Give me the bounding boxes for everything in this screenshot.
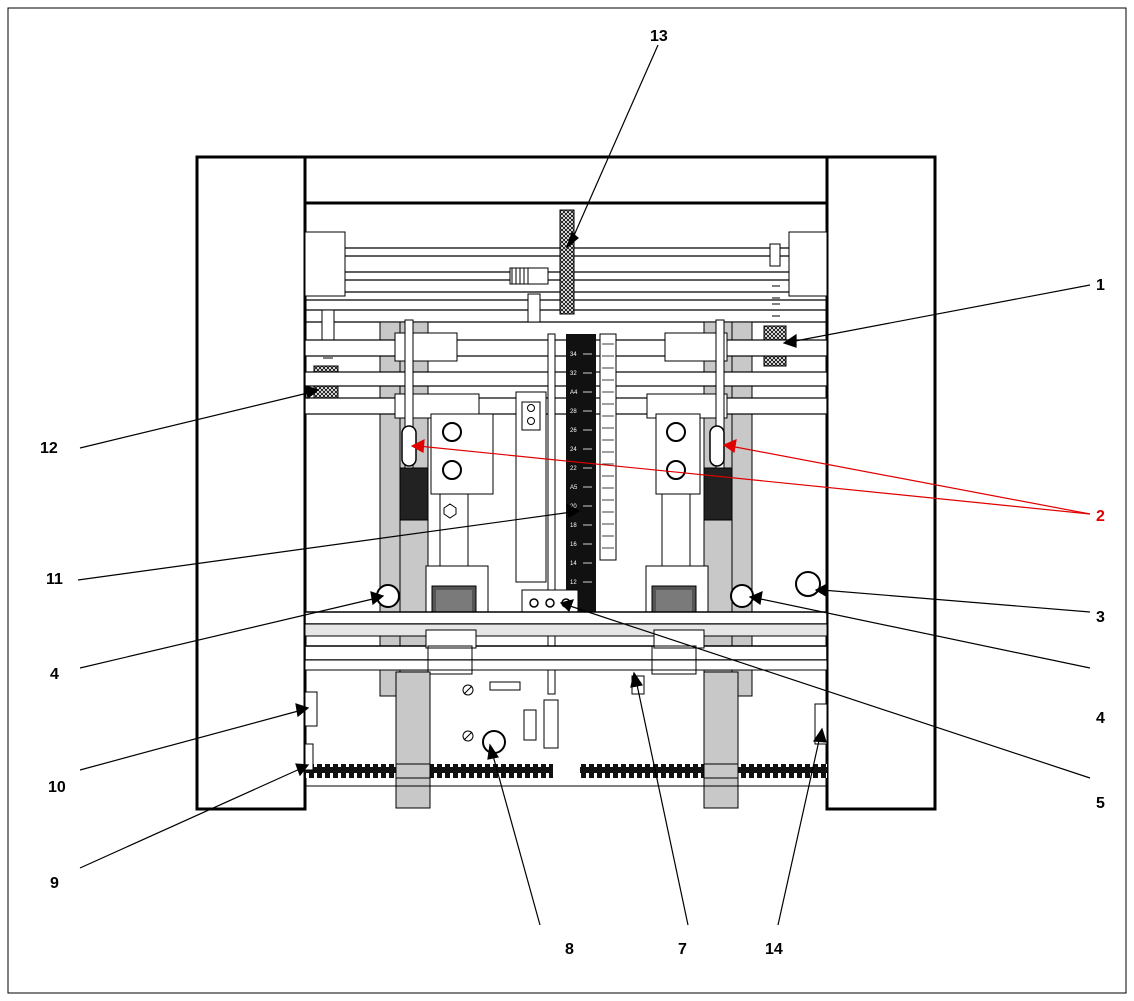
- lower-bar-4: [304, 659, 828, 671]
- scale-tick-label: 32: [570, 371, 577, 377]
- scale-tick-label: 22: [570, 466, 577, 472]
- callout-11: 11: [46, 571, 63, 588]
- callout-12: 12: [40, 440, 58, 457]
- scale-tick-label: 34: [570, 352, 577, 358]
- top-cover: [303, 155, 829, 205]
- callout-1: 1: [1096, 277, 1105, 294]
- scale-tick-label: 20: [570, 504, 577, 510]
- scale-tick-label: 18: [570, 523, 577, 529]
- left-arm-head: [430, 413, 494, 495]
- lower-bar-3: [304, 645, 828, 661]
- bottom-knob: [482, 730, 506, 754]
- scale-tick-label: A5: [570, 485, 578, 491]
- scale-tick-label: 16: [570, 542, 577, 548]
- left-side-block: [195, 155, 307, 811]
- spring-coil: [511, 268, 529, 284]
- right-peg: [730, 584, 754, 608]
- lower-bar-1: [304, 611, 828, 625]
- callout-8: 8: [565, 941, 574, 958]
- lower-bar-2: [304, 623, 828, 637]
- scale-tick-label: 12: [570, 580, 577, 586]
- callout-14: 14: [765, 941, 783, 958]
- length-scale: [566, 334, 596, 614]
- left-dark-block: [399, 467, 429, 521]
- right-arm-stem: [661, 493, 691, 567]
- callout-4-left: 4: [50, 666, 59, 683]
- left-stud: [321, 309, 335, 341]
- left-clamp-top: [394, 332, 458, 362]
- callout-9: 9: [50, 875, 59, 892]
- left-bottom-tab: [395, 671, 431, 809]
- callout-13: 13: [650, 28, 668, 45]
- red-leader-lines: [410, 438, 1091, 515]
- callout-4-right: 4: [1096, 710, 1105, 727]
- scale-tick-label: 14: [570, 561, 577, 567]
- callout-7: 7: [678, 941, 687, 958]
- adjuster-knob-13: [559, 209, 575, 315]
- slider-bracket: [527, 293, 541, 323]
- side-peg: [795, 571, 821, 597]
- scale-tick-label: 24: [570, 447, 577, 453]
- right-bottom-tab: [703, 671, 739, 809]
- scale-tick-label: 26: [570, 428, 577, 434]
- right-stud: [769, 243, 781, 267]
- callout-2: 2: [1096, 508, 1105, 525]
- left-bearing-block: [304, 231, 346, 297]
- callout-5: 5: [1096, 795, 1105, 812]
- callout-3: 3: [1096, 609, 1105, 626]
- scale-tick-label: A4: [570, 390, 578, 396]
- center-rack: [599, 333, 617, 561]
- scale-tick-label: 28: [570, 409, 577, 415]
- right-bearing-block: [788, 231, 828, 297]
- leader-lines: [77, 44, 1091, 926]
- outer-frame: [7, 7, 1127, 994]
- right-side-block: [825, 155, 937, 811]
- right-slot: [709, 425, 725, 467]
- callout-10: 10: [48, 779, 66, 796]
